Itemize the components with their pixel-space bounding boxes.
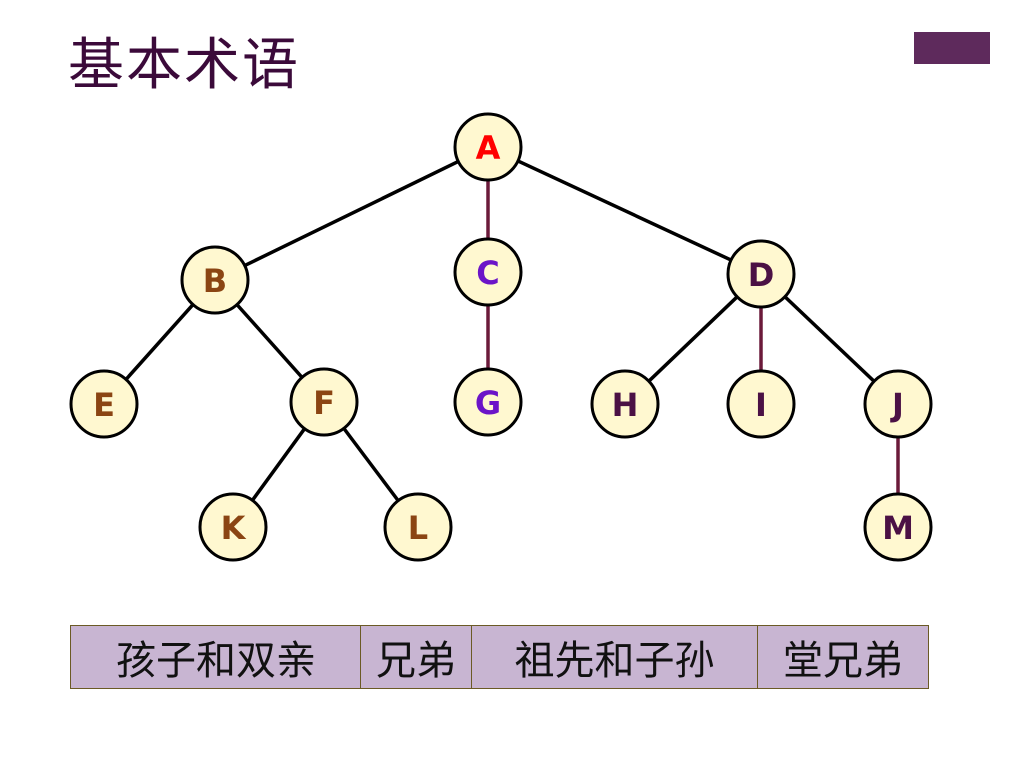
node-circle <box>453 237 523 307</box>
edge-f-l <box>342 427 400 502</box>
node-circle <box>863 369 933 439</box>
term-ancestors-descendants: 祖先和子孙 <box>471 625 758 689</box>
node-circle <box>453 367 523 437</box>
term-cousins: 堂兄弟 <box>757 625 929 689</box>
node-circle <box>726 239 796 309</box>
node-label: D <box>748 256 775 294</box>
node-g: G <box>453 367 523 437</box>
node-circle <box>383 492 453 562</box>
slide-title: 基本术语 <box>68 33 300 98</box>
node-c: C <box>453 237 523 307</box>
node-label: F <box>313 384 335 422</box>
node-j: J <box>863 369 933 439</box>
edge-d-h <box>647 295 739 383</box>
tree-nodes: A B C D E F G H I J K L M <box>69 112 933 562</box>
node-circle <box>180 245 250 315</box>
node-label: G <box>475 384 501 422</box>
term-siblings: 兄弟 <box>360 625 472 689</box>
node-h: H <box>590 369 660 439</box>
node-f: F <box>289 367 359 437</box>
node-circle <box>289 367 359 437</box>
node-label: L <box>408 509 428 547</box>
edge-b-f <box>235 303 304 379</box>
edge-d-j <box>783 295 876 383</box>
node-label: H <box>612 386 639 424</box>
tree-edges <box>124 159 900 502</box>
node-e: E <box>69 369 139 439</box>
node-k: K <box>198 492 268 562</box>
node-label: E <box>93 386 115 424</box>
node-i: I <box>726 369 796 439</box>
node-circle <box>863 492 933 562</box>
term-children-parents: 孩子和双亲 <box>70 625 362 689</box>
node-circle <box>590 369 660 439</box>
node-circle <box>726 369 796 439</box>
node-circle <box>453 112 523 182</box>
node-a: A <box>453 112 523 182</box>
node-l: L <box>383 492 453 562</box>
node-label: M <box>882 509 914 547</box>
node-label: C <box>476 254 499 292</box>
node-label: J <box>890 386 904 424</box>
node-m: M <box>863 492 933 562</box>
corner-accent-block <box>914 32 990 64</box>
node-b: B <box>180 245 250 315</box>
node-label: B <box>203 262 227 300</box>
edge-a-b <box>243 159 460 268</box>
node-circle <box>69 369 139 439</box>
node-d: D <box>726 239 796 309</box>
edge-b-e <box>124 303 195 381</box>
edge-a-d <box>517 159 732 262</box>
node-label: A <box>476 129 501 167</box>
edge-f-k <box>251 427 306 502</box>
node-label: I <box>755 386 767 424</box>
node-circle <box>198 492 268 562</box>
node-label: K <box>221 509 247 547</box>
